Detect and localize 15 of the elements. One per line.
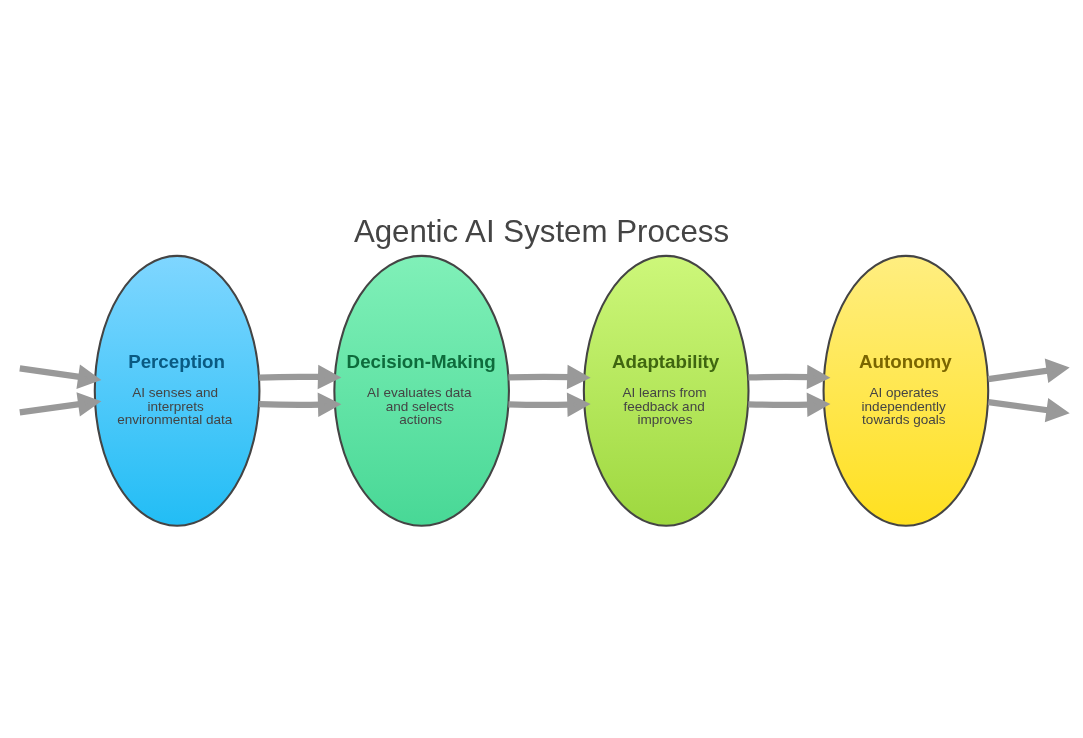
node-ellipse: Adaptability AI learns from feedback and improves <box>582 254 750 527</box>
arrow <box>19 391 102 416</box>
arrow <box>259 364 342 389</box>
arrow <box>987 358 1070 383</box>
arrow <box>987 397 1070 422</box>
arrow <box>259 392 342 417</box>
diagram-title: Agentic AI System Process <box>353 213 730 249</box>
arrow <box>748 392 831 417</box>
arrow <box>508 364 591 389</box>
arrow <box>748 364 831 389</box>
arrow <box>19 364 102 389</box>
node-ellipse: Autonomy AI operates independently towards goals <box>822 254 990 527</box>
node-ellipse: Decision-Making AI evaluates data and selects actions <box>333 254 510 527</box>
arrow <box>508 391 591 417</box>
node-ellipse: Perception AI senses and interprets environmental data <box>93 254 261 527</box>
